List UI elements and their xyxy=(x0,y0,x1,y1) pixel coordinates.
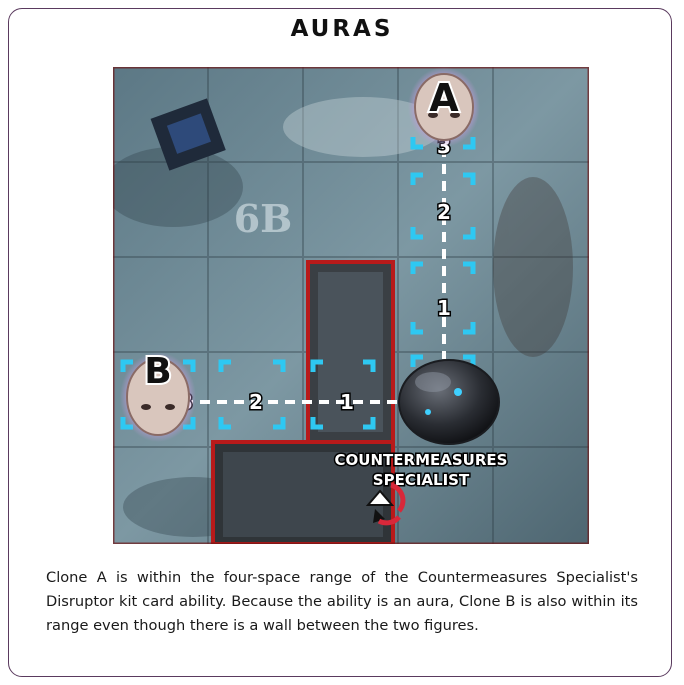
floor-label: 6B xyxy=(234,196,293,241)
caption-text: Clone A is within the four-space range o… xyxy=(46,566,638,638)
game-board: 6B xyxy=(113,67,589,544)
figure-label-line1: COUNTERMEASURES xyxy=(335,451,508,469)
figure-label-line2: SPECIALIST xyxy=(373,471,470,489)
clone-a-token[interactable]: A xyxy=(408,67,480,147)
horizontal-count-1: 1 xyxy=(340,390,354,414)
board-svg: 6B xyxy=(113,67,589,544)
clone-a-label: A xyxy=(429,76,459,120)
horizontal-count-2: 2 xyxy=(249,390,263,414)
clone-b-label: B xyxy=(144,351,171,392)
page-title: AURAS xyxy=(0,16,684,42)
vertical-count-1: 1 xyxy=(437,296,451,320)
vertical-count-2: 2 xyxy=(437,200,451,224)
countermeasures-specialist-figure[interactable] xyxy=(399,360,499,444)
